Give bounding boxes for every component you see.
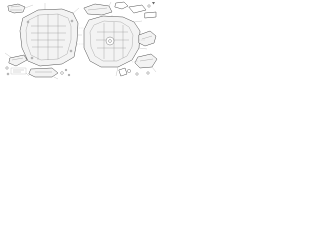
diagram-svg bbox=[4, 1, 158, 80]
part-top-left bbox=[7, 3, 26, 14]
right-lower-parts bbox=[118, 30, 158, 77]
right-top-parts bbox=[83, 1, 157, 19]
bottom-center-parts bbox=[28, 67, 71, 78]
leader-lines bbox=[4, 1, 157, 80]
alignment-lines bbox=[77, 15, 145, 63]
right-cover-assembly bbox=[83, 15, 141, 68]
triangle-mark-icon bbox=[152, 2, 155, 5]
main-panel-assembly bbox=[19, 8, 79, 67]
parts-exploded-diagram bbox=[0, 0, 160, 80]
lower-left-parts bbox=[5, 54, 28, 76]
legend-box bbox=[10, 67, 27, 75]
